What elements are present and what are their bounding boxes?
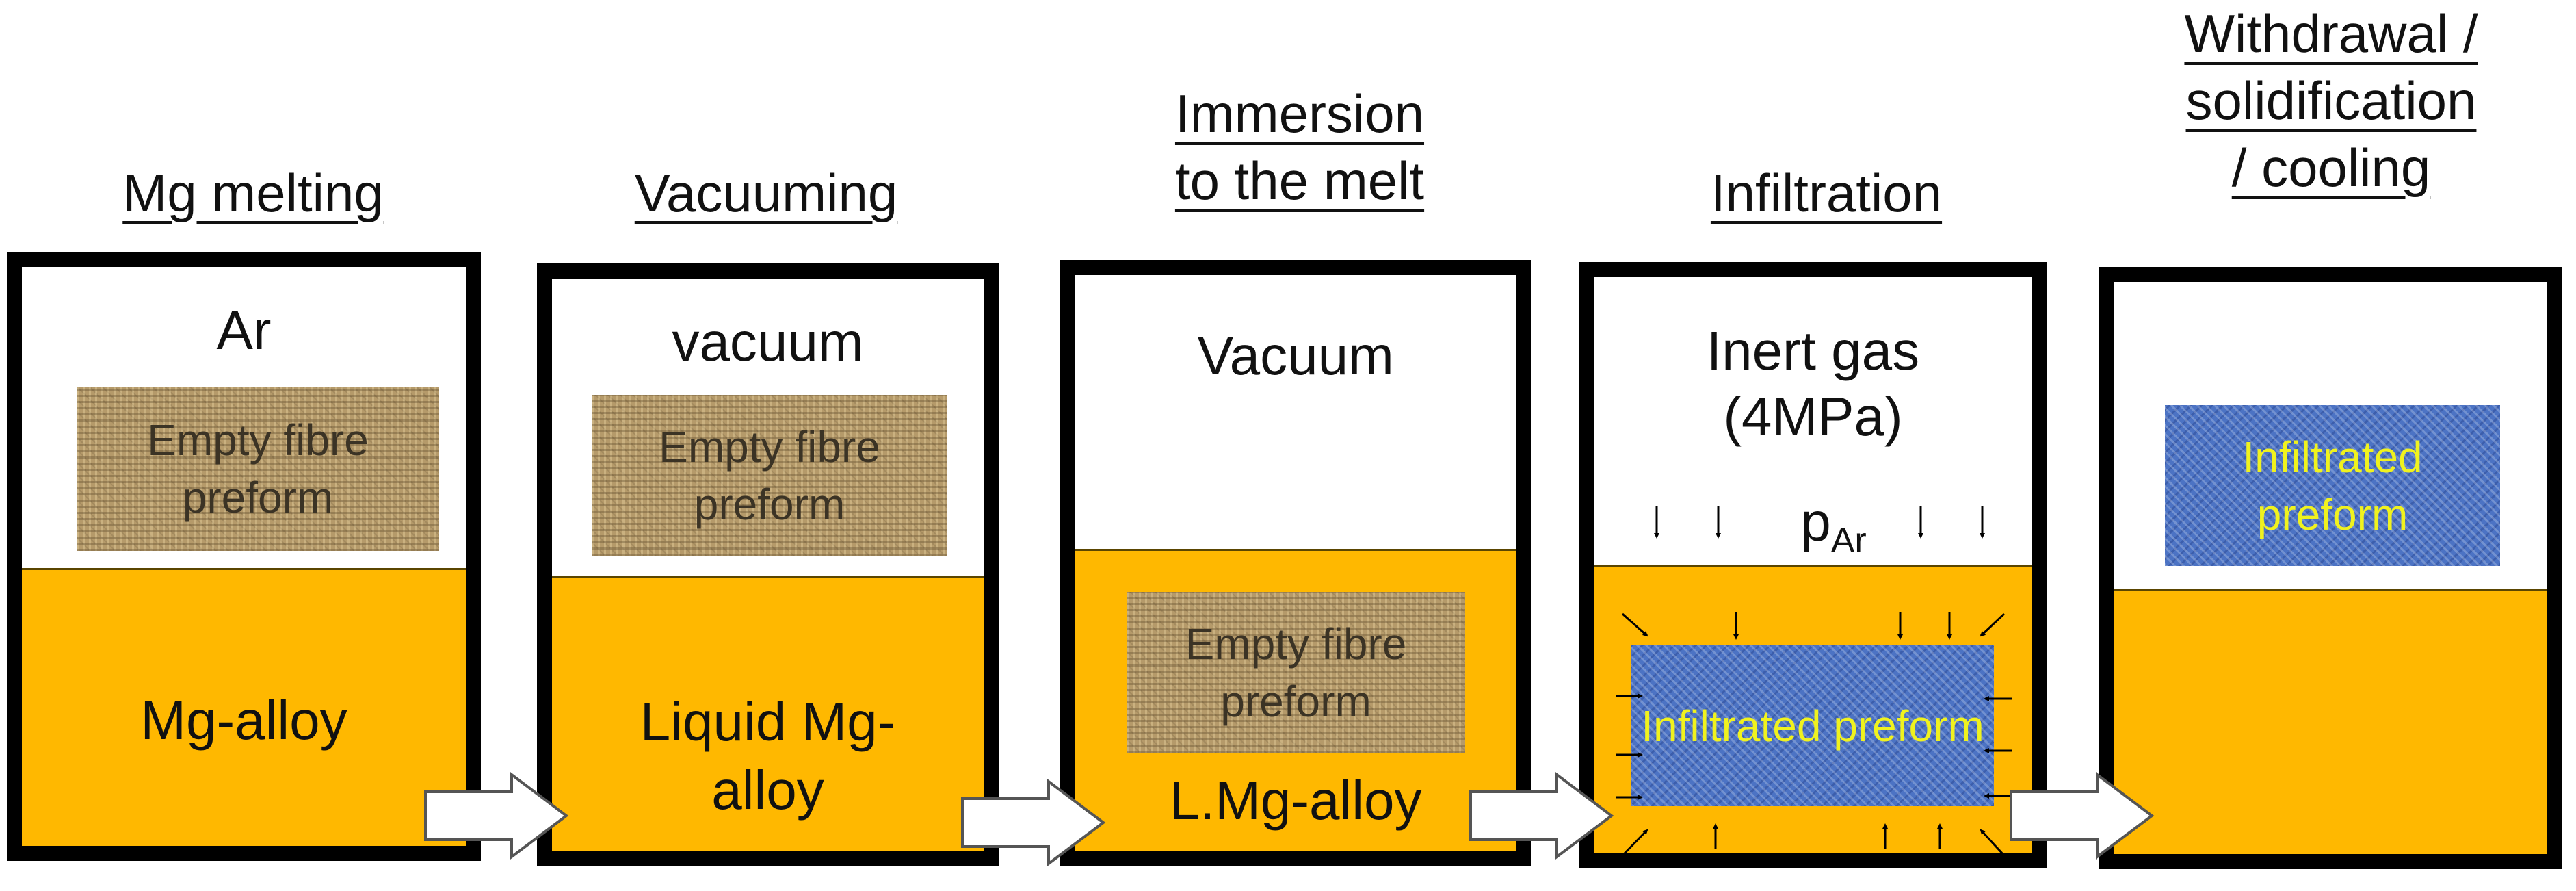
step-3-atmosphere-label: Vacuum (1197, 325, 1394, 386)
empty-fibre-preform: Empty fibre preform (77, 387, 439, 551)
step-2-atmosphere-label: vacuum (672, 311, 864, 372)
step-5-solidified-alloy (2114, 589, 2547, 854)
step-3-liquid-label: L.Mg-alloy (1169, 770, 1422, 831)
step-2-vessel: vacuum Empty fibre preform Liquid Mg- al… (537, 263, 999, 866)
step-5-title: Withdrawal / solidification / cooling (2184, 3, 2478, 198)
step-1-mg-alloy-liquid: Mg-alloy (22, 568, 466, 846)
step-1-title: Mg melting (122, 163, 384, 223)
step-3-vessel: Vacuum Empty fibre preform L.Mg-alloy (1060, 260, 1531, 866)
block-arrow-icon (2010, 772, 2155, 860)
step-5-vessel: Infiltrated preform (2099, 267, 2562, 869)
step-4-mg-alloy-liquid: Infiltrated preform (1594, 565, 2032, 853)
block-arrow-icon (961, 779, 1106, 866)
step-1-atmosphere-label: Ar (216, 300, 272, 361)
step-2-liquid-label: Liquid Mg- alloy (640, 691, 896, 821)
step-2-title: Vacuuming (634, 163, 898, 223)
step-1-liquid-label: Mg-alloy (140, 690, 347, 751)
infiltrated-preform: Infiltrated preform (2165, 405, 2500, 566)
step-4-vessel: Inert gas (4MPa) pAr Infiltrated preform (1579, 262, 2047, 868)
block-arrow-icon (424, 772, 569, 860)
step-1-vessel: Ar Empty fibre preform Mg-alloy (7, 252, 481, 861)
step-4-gas-label: Inert gas (4MPa) (1706, 320, 1920, 447)
step-3-title: Immersion to the melt (1174, 83, 1425, 211)
pressure-label: pAr (1800, 491, 1867, 560)
step-2-liquid-mg-alloy: Liquid Mg- alloy (552, 576, 984, 851)
infiltrated-preform: Infiltrated preform (1631, 645, 1994, 806)
pressure-arrows (1616, 506, 2012, 857)
block-arrow-icon (1469, 772, 1614, 860)
empty-fibre-preform-immersed: Empty fibre preform (1127, 592, 1465, 753)
empty-fibre-preform: Empty fibre preform (592, 395, 947, 556)
step-3-l-mg-alloy-liquid: Empty fibre preform L.Mg-alloy (1075, 549, 1516, 851)
step-4-title: Infiltration (1710, 163, 1943, 223)
